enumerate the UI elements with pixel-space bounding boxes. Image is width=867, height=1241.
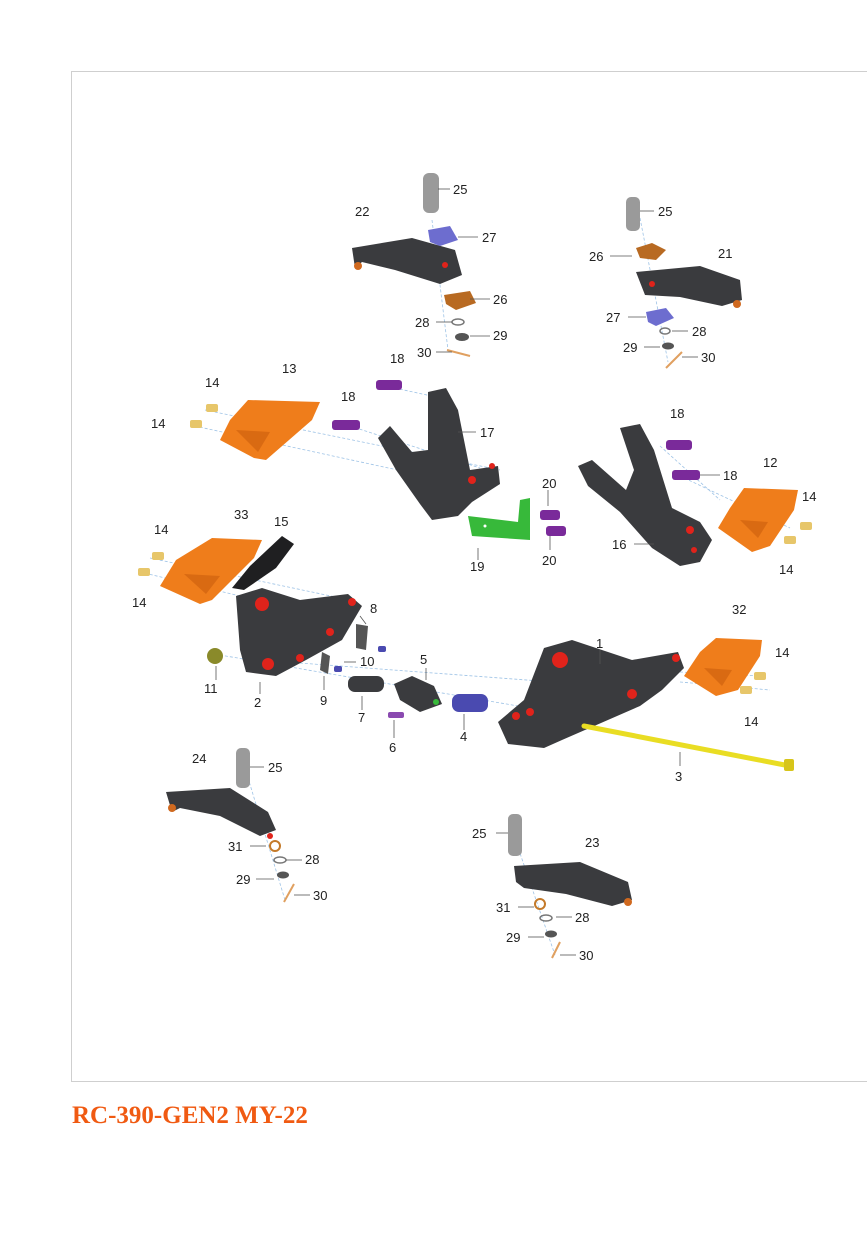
callout-2: 2	[254, 695, 261, 710]
callout-5: 5	[420, 652, 427, 667]
callout-12: 12	[763, 455, 777, 470]
rearset-bracket-17	[378, 388, 500, 520]
callout-17: 17	[480, 425, 494, 440]
callout-30: 30	[701, 350, 715, 365]
callout-14: 14	[802, 489, 816, 504]
callout-28: 28	[575, 910, 589, 925]
callout-6: 6	[389, 740, 396, 755]
callout-14: 14	[779, 562, 793, 577]
callout-16: 16	[612, 537, 626, 552]
callout-21: 21	[718, 246, 732, 261]
callout-27: 27	[606, 310, 620, 325]
model-title: RC-390-GEN2 MY-22	[72, 1102, 308, 1129]
callout-19: 19	[470, 559, 484, 574]
pivot-parts	[348, 676, 488, 718]
footpeg-21	[626, 197, 742, 369]
callout-18: 18	[723, 468, 737, 483]
callout-13: 13	[282, 361, 296, 376]
callout-14: 14	[775, 645, 789, 660]
mount-plate-1	[498, 640, 684, 748]
callout-18: 18	[341, 389, 355, 404]
callout-11: 11	[204, 681, 218, 696]
callout-28: 28	[692, 324, 706, 339]
callout-20: 20	[542, 476, 556, 491]
callout-29: 29	[493, 328, 507, 343]
callout-26: 26	[589, 249, 603, 264]
callout-14: 14	[151, 416, 165, 431]
callout-25: 25	[268, 760, 282, 775]
callout-14: 14	[205, 375, 219, 390]
callout-27: 27	[482, 230, 496, 245]
callout-14: 14	[154, 522, 168, 537]
heel-guard-32	[684, 638, 766, 696]
callout-8: 8	[370, 601, 377, 616]
heel-guard-13	[190, 400, 320, 460]
callout-32: 32	[732, 602, 746, 617]
heel-guard-12	[718, 488, 812, 552]
callout-7: 7	[358, 710, 365, 725]
callout-25: 25	[453, 182, 467, 197]
callout-18: 18	[670, 406, 684, 421]
callout-10: 10	[360, 654, 374, 669]
footpeg-24	[166, 748, 295, 903]
callout-29: 29	[236, 872, 250, 887]
footpeg-23	[508, 814, 632, 959]
callout-18: 18	[390, 351, 404, 366]
axle-3	[581, 723, 794, 771]
callout-23: 23	[585, 835, 599, 850]
callout-1: 1	[596, 636, 603, 651]
callout-14: 14	[132, 595, 146, 610]
rearset-bracket-16	[578, 424, 712, 566]
callout-15: 15	[274, 514, 288, 529]
callout-22: 22	[355, 204, 369, 219]
callout-33: 33	[234, 507, 248, 522]
callout-28: 28	[305, 852, 319, 867]
callout-20: 20	[542, 553, 556, 568]
callout-4: 4	[460, 729, 467, 744]
leader-lines	[215, 188, 720, 956]
callout-9: 9	[320, 693, 327, 708]
callout-30: 30	[417, 345, 431, 360]
callout-3: 3	[675, 769, 682, 784]
callout-28: 28	[415, 315, 429, 330]
callout-26: 26	[493, 292, 507, 307]
callout-29: 29	[623, 340, 637, 355]
callout-24: 24	[192, 751, 206, 766]
heel-guard-33	[138, 536, 294, 604]
footpeg-22	[352, 173, 476, 357]
callout-29: 29	[506, 930, 520, 945]
callout-30: 30	[579, 948, 593, 963]
callout-30: 30	[313, 888, 327, 903]
callout-31: 31	[228, 839, 242, 854]
callout-31: 31	[496, 900, 510, 915]
bolts-18	[332, 380, 700, 480]
callout-25: 25	[472, 826, 486, 841]
bracket-19	[468, 498, 566, 540]
callout-14: 14	[744, 714, 758, 729]
callout-25: 25	[658, 204, 672, 219]
mount-plate-2	[207, 588, 386, 676]
callout-labels: 25 22 27 26 28 29 30 25 26 21 27 28 29 3…	[132, 182, 816, 963]
